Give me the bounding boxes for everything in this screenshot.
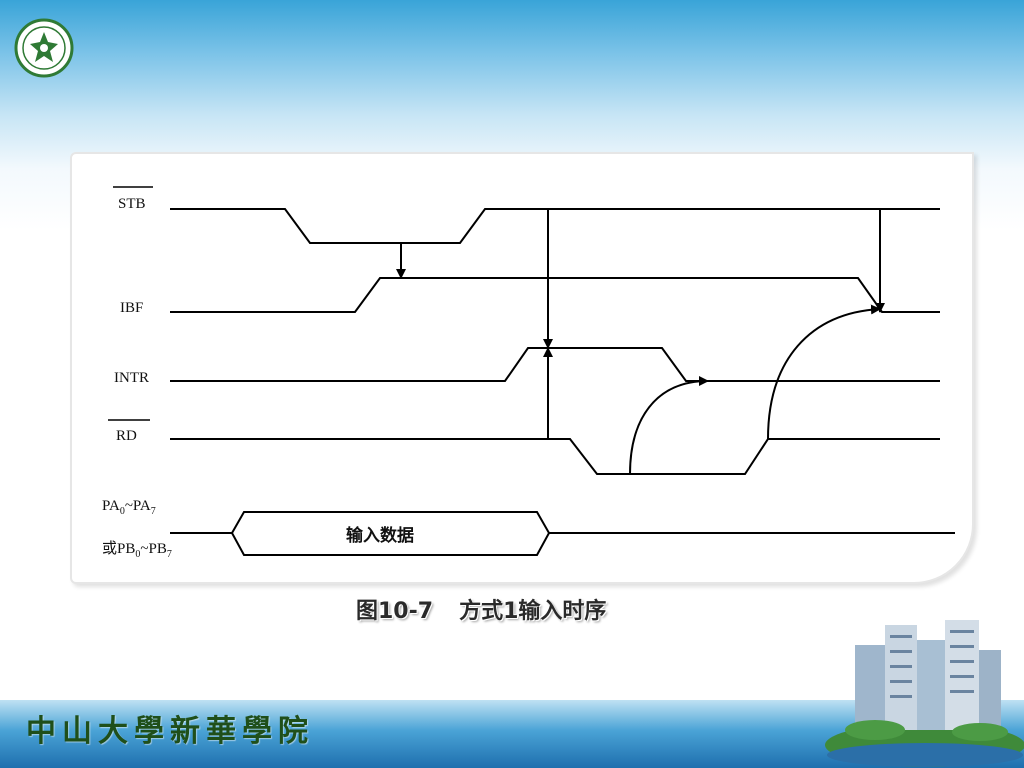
port-a-label: PA0~PA7 — [102, 498, 156, 517]
ibf-label: IBF — [120, 300, 143, 316]
campus-building-illustration — [825, 620, 1024, 767]
figure-number: 图10-7 — [356, 599, 434, 624]
figure-title: 方式1输入时序 — [459, 599, 607, 624]
intr-label: INTR — [114, 370, 149, 386]
ibf-waveform — [170, 277, 940, 313]
port-b-label: 或PB0~PB7 — [102, 540, 172, 560]
stb-label: STB — [118, 196, 146, 212]
stb-waveform — [170, 208, 940, 244]
arrow-rd-fall-to-intr-clear — [629, 376, 709, 475]
intr-waveform — [170, 347, 940, 382]
arrow-rd-rise-to-ibf-clear — [767, 304, 881, 440]
rd-label: RD — [116, 428, 137, 444]
school-name: 中山大學新華學院 — [26, 714, 314, 749]
data-box-label: 输入数据 — [346, 525, 414, 546]
figure-caption: 图10-7 方式1输入时序 — [356, 596, 606, 628]
rd-waveform — [170, 438, 940, 475]
school-seal-logo — [14, 18, 74, 78]
